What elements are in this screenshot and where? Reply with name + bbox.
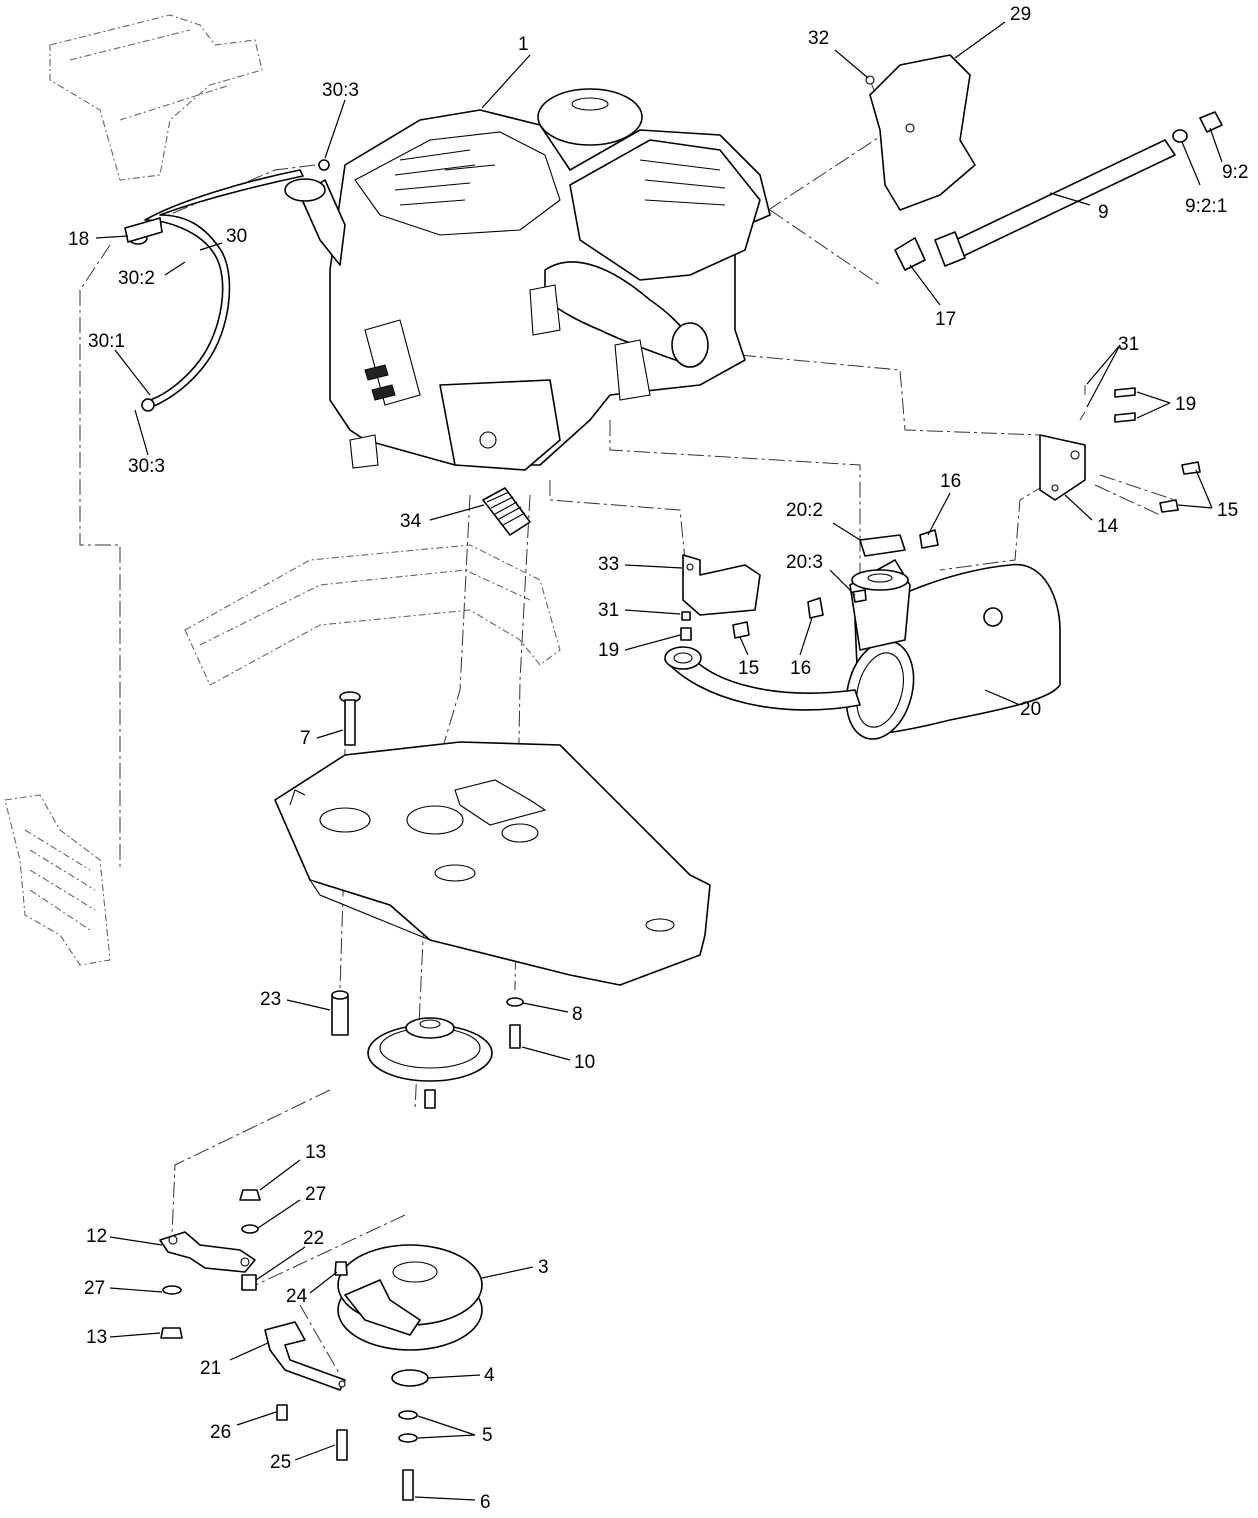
callout-30-3a: 30:3 bbox=[322, 80, 359, 101]
callout-18: 18 bbox=[68, 229, 89, 250]
muffler-bracket bbox=[807, 387, 1201, 619]
callout-9-2: 9:2 bbox=[1222, 162, 1248, 183]
callout-32: 32 bbox=[808, 28, 829, 49]
callout-15b: 15 bbox=[738, 658, 759, 679]
engine bbox=[329, 88, 771, 471]
callout-30-1: 30:1 bbox=[88, 331, 125, 352]
carriage-bolt bbox=[339, 691, 361, 746]
leader-lines bbox=[95, 21, 1223, 1501]
pulley bbox=[367, 1017, 493, 1109]
callout-30-2: 30:2 bbox=[118, 268, 155, 289]
callout-22: 22 bbox=[303, 1228, 324, 1249]
shaft-assembly bbox=[894, 111, 1223, 271]
pto-clutch bbox=[337, 1244, 483, 1351]
callout-21: 21 bbox=[200, 1358, 221, 1379]
heat-shield bbox=[865, 54, 976, 211]
callout-31b: 31 bbox=[598, 600, 619, 621]
callout-labels: 1 29 32 30:3 9:2 9:2:1 9 17 18 30 30:2 3… bbox=[68, 4, 1248, 1513]
hose-clamp bbox=[124, 217, 163, 243]
oil-fill-cap bbox=[284, 178, 346, 266]
callout-23: 23 bbox=[260, 989, 281, 1010]
callout-13b: 13 bbox=[86, 1327, 107, 1348]
callout-17: 17 bbox=[935, 309, 956, 330]
callout-3: 3 bbox=[538, 1257, 549, 1278]
hardware-stack-lower bbox=[160, 1285, 183, 1339]
clutch-hardware bbox=[391, 1369, 429, 1501]
callout-9: 9 bbox=[1098, 202, 1109, 223]
bolts-left bbox=[276, 1261, 348, 1461]
callout-1: 1 bbox=[518, 34, 529, 55]
callout-16a: 16 bbox=[940, 471, 961, 492]
ghost-seat-bracket bbox=[49, 14, 263, 181]
washer-and-bolt bbox=[506, 997, 524, 1049]
callout-8: 8 bbox=[572, 1004, 583, 1025]
ghost-frame-rail bbox=[184, 544, 561, 686]
callout-16b: 16 bbox=[790, 658, 811, 679]
callout-27b: 27 bbox=[84, 1278, 105, 1299]
callout-27a: 27 bbox=[305, 1184, 326, 1205]
callout-31a: 31 bbox=[1118, 334, 1139, 355]
callout-19a: 19 bbox=[1175, 394, 1196, 415]
engine-deck-plate bbox=[274, 741, 711, 986]
callout-20-3: 20:3 bbox=[786, 552, 823, 573]
spring bbox=[482, 487, 531, 536]
callout-20: 20 bbox=[1020, 699, 1041, 720]
callout-33: 33 bbox=[598, 554, 619, 575]
callout-14: 14 bbox=[1097, 516, 1119, 537]
callout-29: 29 bbox=[1010, 4, 1031, 25]
callout-9-2-1: 9:2:1 bbox=[1185, 196, 1227, 217]
callout-19b: 19 bbox=[598, 640, 619, 661]
callout-6: 6 bbox=[480, 1492, 491, 1513]
callout-24: 24 bbox=[286, 1286, 308, 1307]
callout-26: 26 bbox=[210, 1422, 231, 1443]
callout-30-3b: 30:3 bbox=[128, 456, 165, 477]
bracket-33 bbox=[680, 554, 761, 641]
callout-15a: 15 bbox=[1217, 500, 1238, 521]
callout-20-2: 20:2 bbox=[786, 500, 823, 521]
exhaust-gasket bbox=[851, 534, 909, 603]
callout-34: 34 bbox=[400, 511, 422, 532]
callout-30: 30 bbox=[226, 226, 247, 247]
ghost-fuel-guard bbox=[4, 794, 111, 966]
callout-12: 12 bbox=[86, 1226, 107, 1247]
brake-arm bbox=[264, 1321, 346, 1391]
callout-5: 5 bbox=[482, 1425, 493, 1446]
spacer bbox=[331, 990, 349, 1036]
callout-4: 4 bbox=[484, 1365, 495, 1386]
callout-7: 7 bbox=[300, 728, 311, 749]
callout-25: 25 bbox=[270, 1452, 291, 1473]
anti-rotation-bracket bbox=[159, 1231, 256, 1273]
callout-13a: 13 bbox=[305, 1142, 326, 1163]
callout-10: 10 bbox=[574, 1052, 595, 1073]
hardware-stack-upper bbox=[239, 1189, 261, 1291]
